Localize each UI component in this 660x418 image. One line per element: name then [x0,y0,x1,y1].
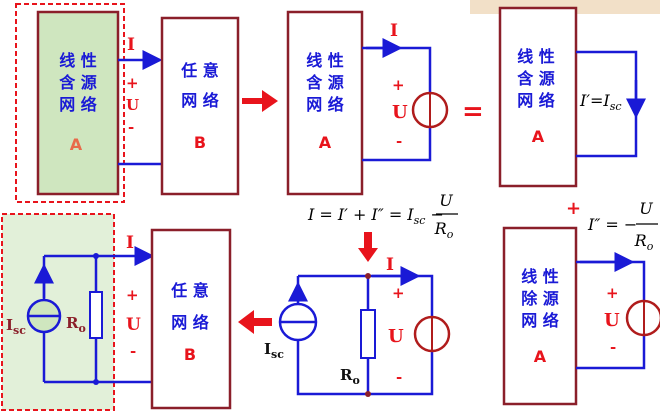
u-label-mid: U [388,326,404,347]
plus-label-dead: + [606,284,619,302]
node-mid-bottom [365,391,371,397]
current-label-mid: I [386,255,394,275]
dead-equation-denominator: Ro [634,231,654,253]
plus-label-dead-top: + [566,198,581,219]
box-a-line-3: 网 络 [59,95,97,114]
box-linear-active-network-a2 [286,10,364,196]
minus-label-bottom: - [130,342,136,360]
superposition-equation: I = I′ + I″ = Isc − [307,205,444,227]
box-a2-line-2: 含 源 [306,73,344,92]
node-mid-top [365,273,371,279]
ro-label-mid: Ro [340,366,360,387]
node-norton-top [93,253,99,259]
box-dead-tag: A [534,347,547,366]
current-label-top: I [127,35,135,55]
current-label-a2: I [390,21,398,41]
box-linear-active-network-a3 [498,6,578,188]
isc-label-left: Isc [6,316,26,337]
box-a-line-1: 线 性 [59,51,97,70]
box-dead-line-1: 线 性 [521,267,559,286]
ro-label-left: Ro [66,314,86,335]
plus-label-mid: + [392,284,405,302]
arrow-down [358,232,378,262]
box-a3-line-1: 线 性 [517,47,555,66]
resistor-left [89,291,103,339]
minus-label-top: - [128,118,134,136]
box-arbitrary-network-b [160,16,240,196]
minus-label-mid: - [396,368,402,386]
box-a2-line-1: 线 性 [306,51,344,70]
box-b2-line-2: 网 络 [171,313,209,332]
box-b2-line-1: 任 意 [170,281,209,300]
equals-sign: = [462,97,484,127]
dead-current-equation: I″ = − [587,215,637,234]
box-a-line-2: 含 源 [59,73,97,92]
arrow-left-bottom [238,310,272,334]
box-a3-line-2: 含 源 [517,69,555,88]
box-b-tag: B [194,133,206,152]
resistor-mid [360,309,376,359]
box-a2-tag: A [319,133,332,152]
box-arbitrary-network-b-bottom [150,228,232,410]
arrow-right-top [242,90,278,112]
box-b-line-2: 网 络 [181,91,219,110]
equation-denominator: Ro [434,219,454,241]
box-b-line-1: 任 意 [180,61,219,80]
node-norton-bottom [93,379,99,385]
plus-label-a2: + [392,76,405,94]
minus-label-dead: - [610,338,616,356]
box-b2-tag: B [184,345,196,364]
u-label-top: U [126,96,139,114]
current-label-bottom: I [126,233,134,253]
short-current-label: I′=Isc [579,91,622,113]
plus-label-bottom: + [126,286,139,304]
u-label-dead: U [604,310,620,331]
box-a3-line-3: 网 络 [517,91,555,110]
box-linear-passive-network [502,226,578,406]
equation-numerator: U [439,191,453,210]
dead-equation-numerator: U [639,199,653,218]
plus-label-top: + [126,74,139,92]
box-linear-active-network-a [36,10,120,196]
u-label-bottom: U [126,315,141,335]
box-a3-tag: A [532,127,545,146]
dashed-frame-top [15,3,125,203]
u-label-a2: U [392,102,408,123]
isc-label-mid: Isc [264,340,284,361]
box-a-tag: A [70,135,83,154]
box-a2-line-3: 网 络 [306,95,344,114]
box-dead-line-2: 除 源 [521,289,559,308]
minus-label-a2: - [396,132,402,150]
box-dead-line-3: 网 络 [521,311,559,330]
